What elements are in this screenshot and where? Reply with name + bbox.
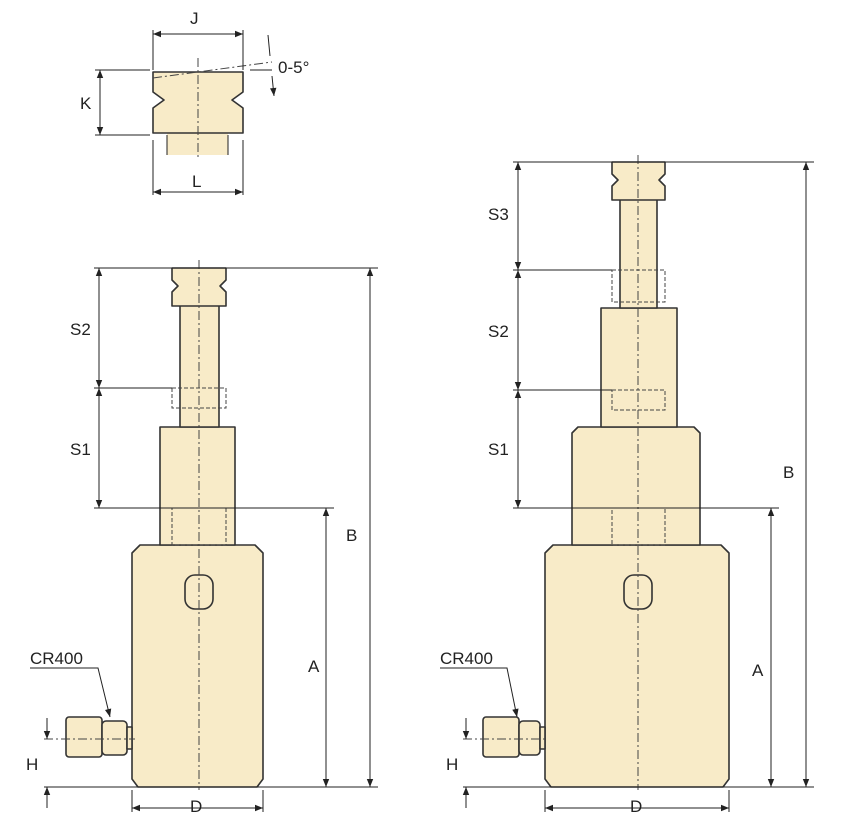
dim-D: D [190,797,202,816]
dim-S1: S1 [488,440,509,459]
saddle-detail: J K L 0-5° [80,9,309,196]
dim-S2: S2 [488,322,509,341]
tilt-angle: 0-5° [278,58,309,77]
dim-S2: S2 [70,320,91,339]
two-stage-cylinder: CR400 S2 S1 A B D H [26,260,378,816]
coupler [482,716,520,758]
dim-S1: S1 [70,440,91,459]
dim-A: A [308,657,320,676]
three-stage-cylinder: CR400 S3 S2 S1 A B D H [440,155,814,816]
dim-A: A [752,661,764,680]
dim-K: K [80,94,92,113]
dim-S3: S3 [488,205,509,224]
dim-J: J [190,9,199,28]
coupler-label: CR400 [440,649,493,668]
dim-D: D [630,797,642,816]
dim-H: H [446,755,458,774]
dim-L: L [192,172,201,191]
dim-B: B [783,463,794,482]
coupler [65,716,103,758]
coupler-label: CR400 [30,649,83,668]
dim-B: B [346,526,357,545]
dim-H: H [26,755,38,774]
